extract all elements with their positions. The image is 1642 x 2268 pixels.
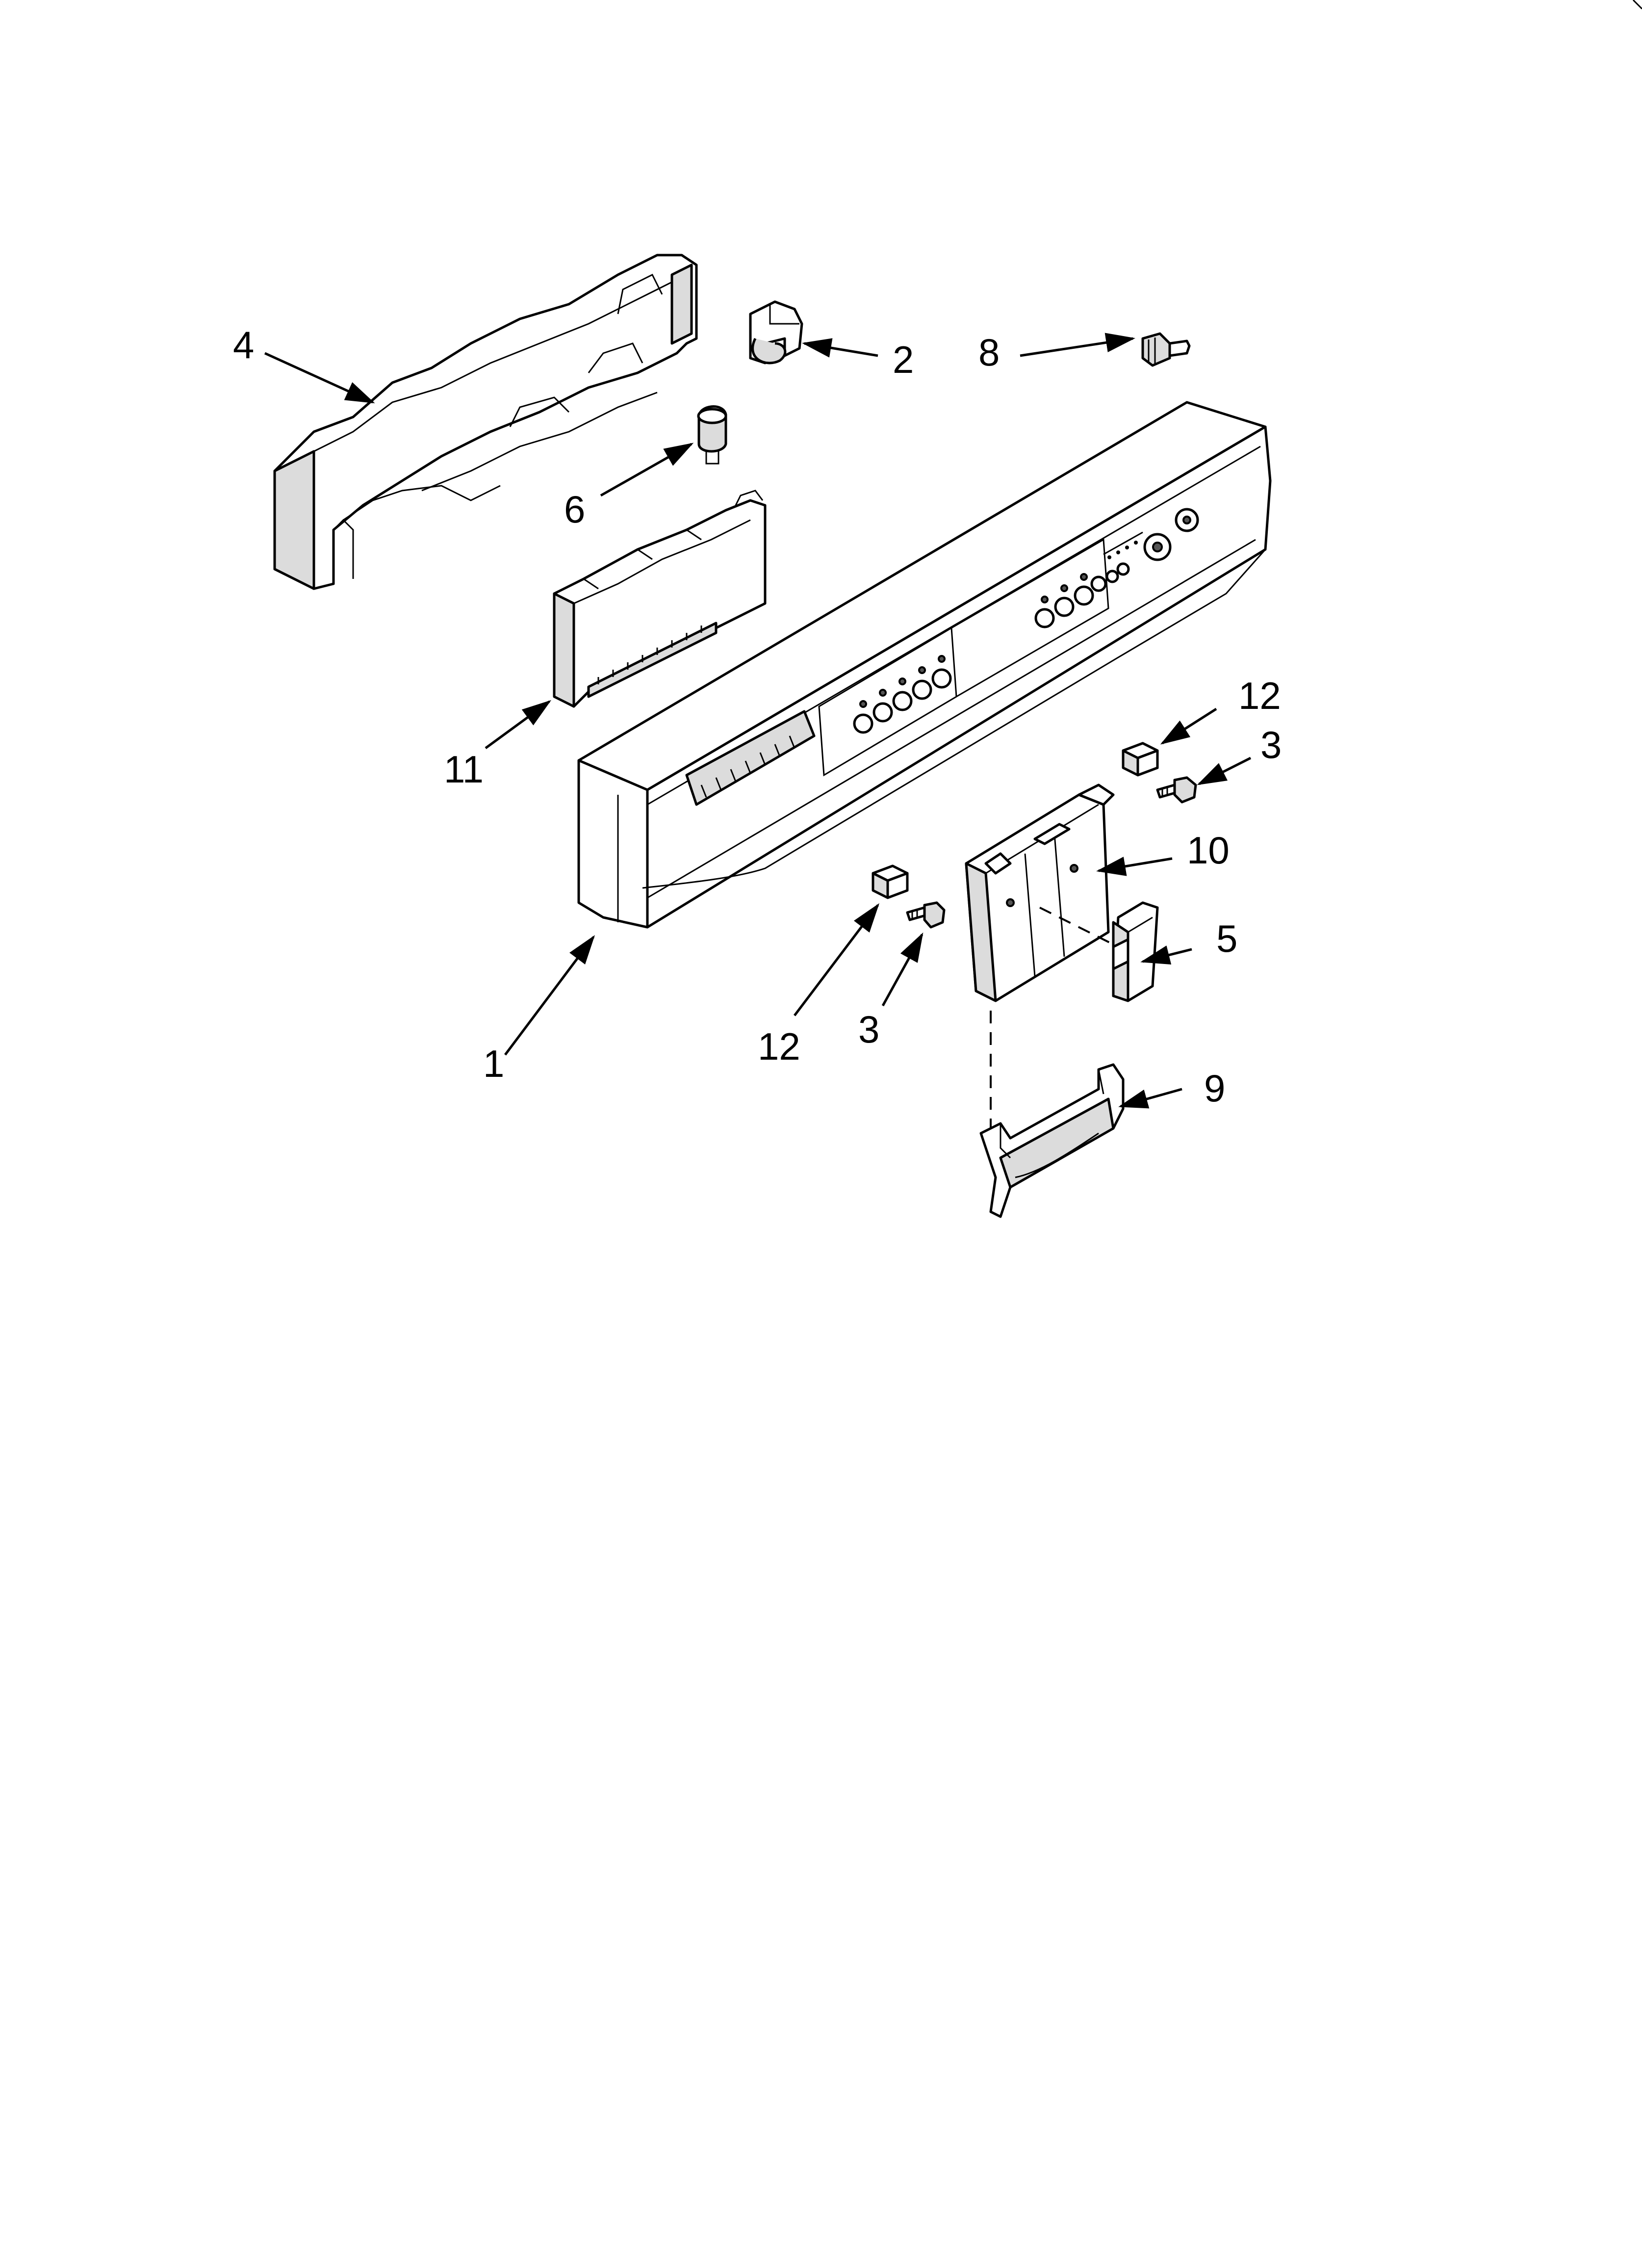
- callout-6: 6: [564, 488, 585, 531]
- leader-12a: [1160, 707, 1217, 745]
- callout-12-right: 12: [1238, 674, 1281, 717]
- part-10-bracket-plate: [965, 783, 1129, 1002]
- part-3-screw-right: [1156, 776, 1197, 804]
- leader-5: [1140, 945, 1192, 965]
- part-11-control-board: [553, 490, 767, 708]
- callout-3-left: 3: [858, 1008, 879, 1051]
- part-8-screw: [1141, 332, 1191, 367]
- callout-11: 11: [444, 748, 484, 791]
- leader-lines: [264, 333, 1252, 1109]
- leader-2: [802, 338, 878, 358]
- part-2-clip: [749, 300, 803, 365]
- leader-1: [504, 935, 595, 1056]
- leader-9: [1118, 1088, 1182, 1109]
- callout-12-left: 12: [758, 1025, 800, 1068]
- callout-5: 5: [1216, 917, 1237, 960]
- callout-2: 2: [893, 338, 914, 381]
- callout-10: 10: [1187, 829, 1230, 872]
- callout-1: 1: [483, 1042, 504, 1085]
- leader-4: [264, 352, 375, 404]
- part-12-block-left: [872, 864, 909, 899]
- part-3-screw-left: [906, 901, 946, 929]
- part-6-button: [697, 405, 727, 465]
- leader-6: [600, 443, 694, 497]
- leader-8: [1020, 333, 1135, 357]
- leader-10: [1096, 857, 1173, 876]
- part-9-lower-bracket: [979, 1063, 1125, 1218]
- leader-3b: [881, 932, 924, 1007]
- panel-buttons-right: [1034, 508, 1199, 628]
- part-5-latch: [1112, 901, 1159, 1002]
- callout-labels: 4 2 8 6 11 12 3 10 5 12 3 1 9: [233, 323, 1282, 1110]
- leader-3a: [1197, 756, 1252, 785]
- part-1-console-panel: [577, 401, 1272, 929]
- callout-9: 9: [1204, 1067, 1225, 1110]
- leader-12b: [794, 903, 880, 1017]
- corner-mark: [1632, 0, 1642, 10]
- callout-3-right: 3: [1260, 723, 1282, 766]
- panel-buttons-left: [853, 655, 952, 734]
- leader-11: [485, 700, 552, 750]
- part-4-console-bracket: [273, 254, 698, 590]
- part-12-block-right: [1122, 742, 1159, 777]
- callout-4: 4: [233, 323, 254, 366]
- callout-8: 8: [978, 331, 1000, 374]
